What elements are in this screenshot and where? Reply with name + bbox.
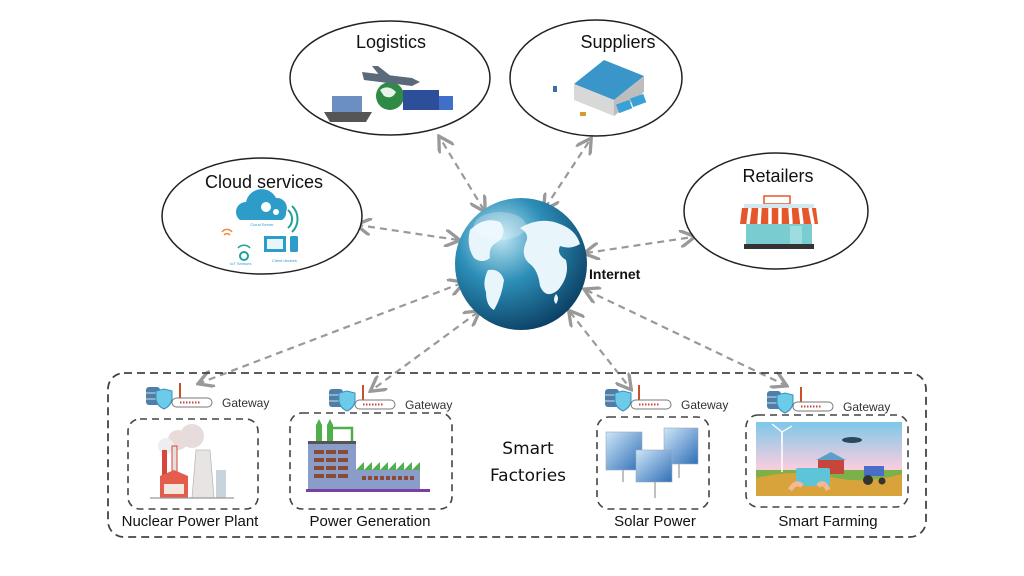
link-power <box>372 312 478 390</box>
router-icon <box>171 383 213 408</box>
database-shield-icon <box>146 387 173 410</box>
nuclear-plant-icon <box>150 424 234 499</box>
link-cloud <box>358 225 458 240</box>
node-retailers: Retailers <box>683 152 869 270</box>
gateway-power: Gateway <box>329 385 452 412</box>
gateway-label: Gateway <box>681 398 728 412</box>
iot-sensors-sublabel: IoT Sensors <box>230 261 252 266</box>
cloud-server-sublabel: Cloud Server <box>250 222 274 227</box>
cloud-server-icon: Cloud Server IoT Sensors Client devices <box>221 189 299 266</box>
connections <box>200 138 785 390</box>
site-solar-power: Solar Power <box>596 416 710 530</box>
link-nuclear <box>200 283 462 383</box>
logistics-icon <box>324 66 453 122</box>
site-nuclear-power-plant: Nuclear Power Plant <box>122 418 260 530</box>
cloud-services-label: Cloud services <box>205 172 323 192</box>
power-generation-label: Power Generation <box>310 513 431 530</box>
link-solar <box>570 312 630 388</box>
node-logistics: Logistics <box>289 20 491 136</box>
database-shield-icon <box>329 389 356 412</box>
site-power-generation: Power Generation <box>289 412 453 530</box>
gateway-solar: Gateway <box>605 385 728 412</box>
gateway-label: Gateway <box>843 400 890 414</box>
internet-label: Internet <box>589 266 641 282</box>
link-logistics <box>440 138 484 210</box>
smart-farming-label: Smart Farming <box>778 513 877 530</box>
link-suppliers <box>545 140 590 208</box>
router-icon <box>354 385 396 410</box>
gateway-label: Gateway <box>222 396 269 410</box>
globe-icon <box>455 198 587 330</box>
gateway-label: Gateway <box>405 398 452 412</box>
link-farming <box>586 290 785 385</box>
site-smart-farming: Smart Farming <box>745 414 909 530</box>
database-shield-icon <box>767 391 794 414</box>
warehouse-icon <box>553 60 647 116</box>
nuclear-power-plant-label: Nuclear Power Plant <box>122 513 260 530</box>
logistics-label: Logistics <box>356 32 426 52</box>
client-devices-sublabel: Client devices <box>272 258 297 263</box>
solar-power-label: Solar Power <box>614 513 696 530</box>
retailers-label: Retailers <box>742 166 813 186</box>
node-suppliers: Suppliers <box>509 19 683 137</box>
smart-factories-label-line1: Smart <box>502 439 554 459</box>
suppliers-label: Suppliers <box>580 32 655 52</box>
gateway-farming: Gateway <box>767 387 890 414</box>
smart-farming-icon <box>756 422 902 496</box>
gateway-nuclear: Gateway <box>146 383 269 410</box>
router-icon <box>792 387 834 412</box>
solar-panel-icon <box>605 427 699 498</box>
database-shield-icon <box>605 389 632 412</box>
node-cloud-services: Cloud services Cloud Server IoT Sensors … <box>161 157 363 275</box>
link-retailers <box>586 237 693 253</box>
smart-factories-label-line2: Factories <box>490 466 566 486</box>
storefront-icon <box>740 195 818 249</box>
smart-factories-container <box>107 372 927 538</box>
router-icon <box>630 385 672 410</box>
factory-icon <box>306 419 430 492</box>
